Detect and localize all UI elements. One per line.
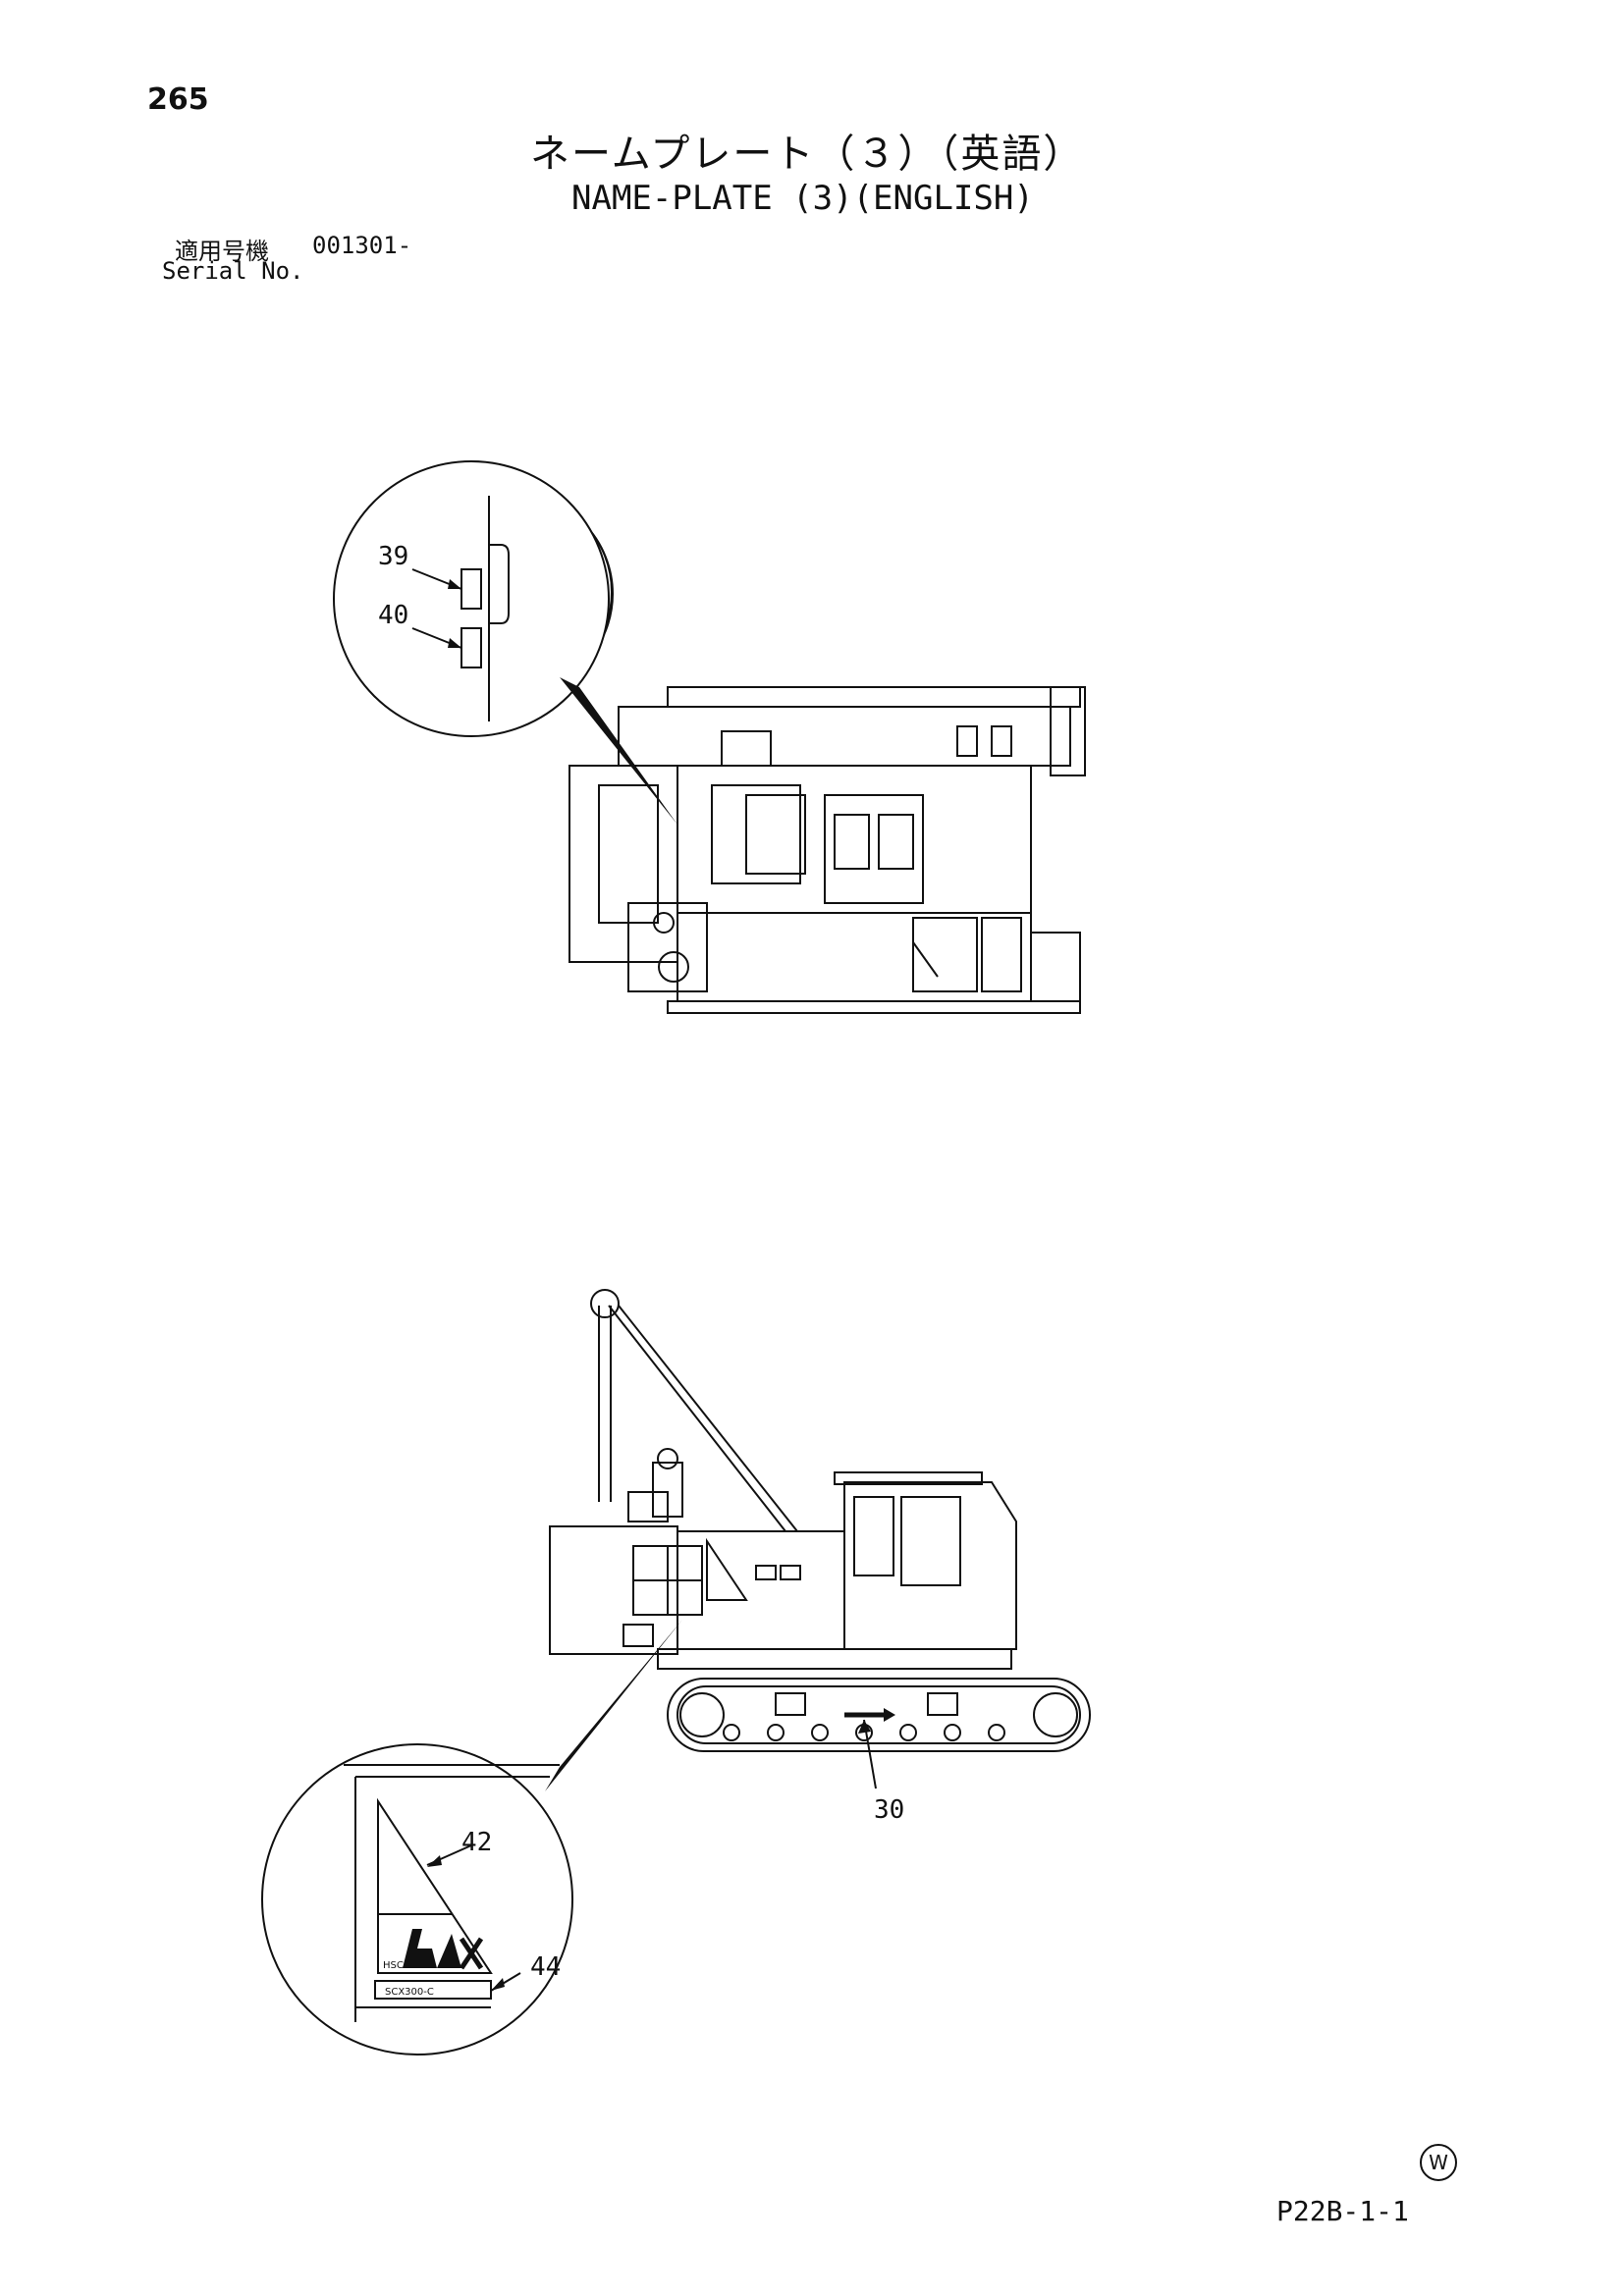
leader-wedge-side: [545, 1620, 682, 1791]
serial-label-japanese: 適用号機: [175, 238, 269, 265]
page-code: P22B-1-1: [1276, 2195, 1409, 2227]
detail-circle-top-large: [333, 460, 610, 737]
title-english: NAME-PLATE (3)(ENGLISH): [571, 179, 1034, 218]
callout-30: 30: [874, 1795, 904, 1825]
page-number: 265: [147, 82, 209, 117]
callout-39: 39: [378, 542, 408, 571]
title-japanese: ネームプレート（３）（英語）: [530, 132, 1085, 177]
serial-range: 001301-: [312, 232, 412, 259]
decal-logo-text: HSC: [383, 1960, 404, 1971]
serial-label-english: Serial No.: [162, 257, 304, 285]
callout-40: 40: [378, 601, 408, 630]
callout-42: 42: [461, 1828, 492, 1857]
watermark-logo: W: [1420, 2144, 1457, 2181]
decal-model-text: SCX300-C: [385, 1987, 434, 1998]
detail-circle-side: [261, 1743, 573, 2056]
pax-logo: HSC: [383, 1929, 484, 1971]
callout-44: 44: [530, 1952, 561, 1982]
